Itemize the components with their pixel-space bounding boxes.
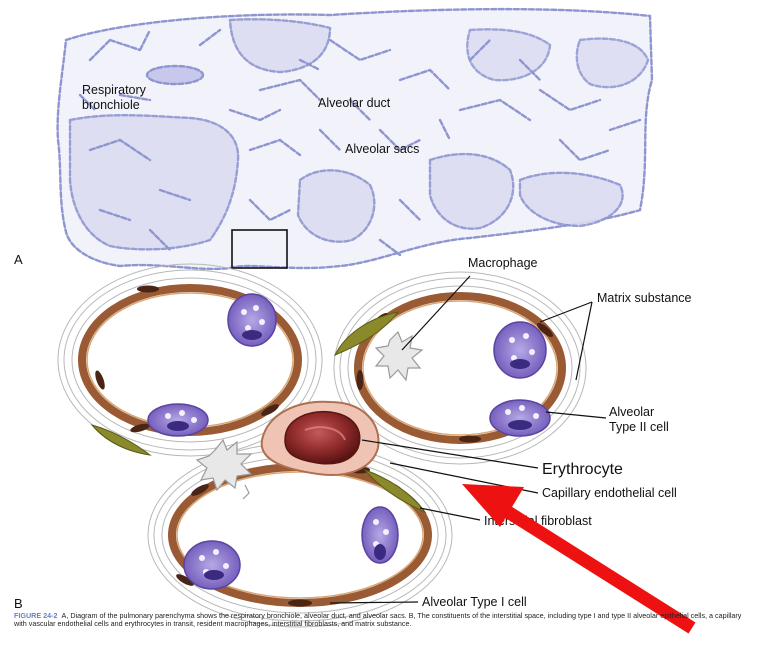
alveolar-type-i-label: Alveolar Type I cell [422,595,527,609]
panel-b: B Macrophage Matrix substance Alveolar T… [14,256,692,627]
alveolar-duct-label: Alveolar duct [318,96,391,110]
respiratory-bronchiole-label-line1: Respiratory [82,83,147,97]
alveolar-type-ii-label-line2: Type II cell [609,420,669,434]
caption-text: A, Diagram of the pulmonary parenchyma s… [14,611,741,628]
type-ii-cell [184,541,240,589]
panel-a-letter: A [14,252,23,267]
type-ii-cell [228,294,276,346]
parenchyma-tissue [58,9,652,269]
panel-a: A Respiratory bronchiole Alveolar duct A… [14,9,652,269]
alveolar-type-ii-label-line1: Alveolar [609,405,654,419]
type-ii-cell [490,400,550,436]
type-ii-cell [362,507,398,563]
macrophage-label: Macrophage [468,256,538,270]
matrix-substance-label: Matrix substance [597,291,692,305]
alveolar-sacs-label: Alveolar sacs [345,142,419,156]
capillary-endothelial-label: Capillary endothelial cell [542,486,677,500]
type-ii-cell [494,322,546,378]
erythrocyte-label: Erythrocyte [542,461,623,478]
type-ii-cell [148,404,208,436]
panel-b-letter: B [14,596,23,611]
respiratory-bronchiole-label-line2: bronchiole [82,98,140,112]
erythrocyte [285,412,360,464]
capillary [262,402,379,475]
